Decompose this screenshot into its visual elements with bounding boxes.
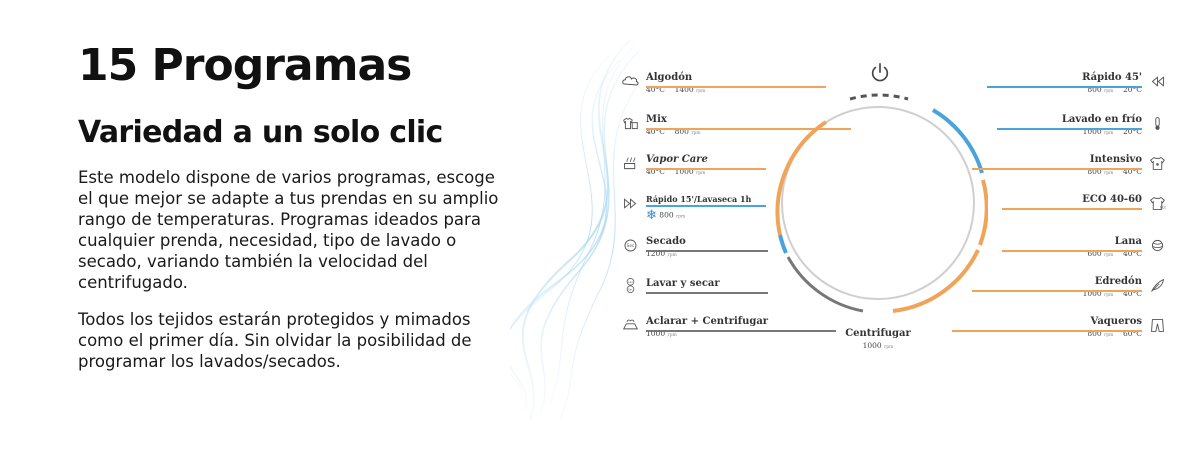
program-rapido-45[interactable]: Rápido 45'800 rpm 20°C	[980, 72, 1180, 104]
rewind-icon	[1149, 74, 1166, 89]
program-line	[646, 330, 836, 332]
program-line	[1002, 250, 1142, 252]
eco-shirt-icon: ECO	[1149, 196, 1166, 211]
snowflake-icon: ❄	[646, 208, 657, 223]
jeans-icon	[1149, 318, 1166, 333]
wool-icon	[1149, 238, 1166, 253]
program-line	[952, 330, 1142, 332]
feather-icon	[1149, 278, 1166, 293]
program-centrifugar[interactable]: Centrifugar 1000 rpm	[845, 328, 911, 350]
description-paragraph-2: Todos los tejidos estarán protegidos y m…	[78, 309, 472, 371]
program-eco-40-60[interactable]: ECO 40-60 ECO	[980, 194, 1180, 226]
program-line	[972, 168, 1142, 170]
program-line	[987, 86, 1142, 88]
program-line	[972, 290, 1142, 292]
svg-text:Sec: Sec	[627, 243, 635, 249]
program-line	[646, 250, 768, 252]
water-mist-decoration	[510, 40, 651, 420]
program-line	[646, 86, 826, 88]
page-title: 15 Programas	[78, 40, 412, 91]
description-paragraph-1: Este modelo dispone de varios programas,…	[78, 167, 499, 292]
program-dial[interactable]	[768, 85, 988, 315]
dry-icon: Sec	[622, 238, 639, 253]
svg-text:Lav: Lav	[628, 280, 633, 284]
program-line	[646, 128, 851, 130]
program-line	[646, 168, 766, 170]
text-column: 15 Programas Variedad a un solo clic Est…	[78, 40, 508, 372]
program-rapido-15[interactable]: Rápido 15'/Lavaseca 1h❄ 800 rpm	[600, 194, 800, 226]
steam-icon	[622, 156, 639, 171]
rinse-spin-icon	[622, 318, 639, 333]
program-line	[646, 205, 766, 207]
svg-text:Sec: Sec	[628, 287, 633, 291]
power-icon[interactable]	[869, 62, 891, 84]
fast-forward-icon	[622, 196, 639, 211]
stained-shirt-icon	[1149, 156, 1166, 171]
svg-text:ECO: ECO	[1160, 206, 1166, 210]
program-line	[646, 292, 768, 294]
cotton-cloud-icon	[622, 74, 639, 89]
mixed-shirts-icon	[622, 116, 639, 131]
program-line	[997, 128, 1142, 130]
thermometer-icon	[1149, 116, 1166, 131]
page-subtitle: Variedad a un solo clic	[78, 114, 443, 150]
program-line	[1002, 208, 1142, 210]
